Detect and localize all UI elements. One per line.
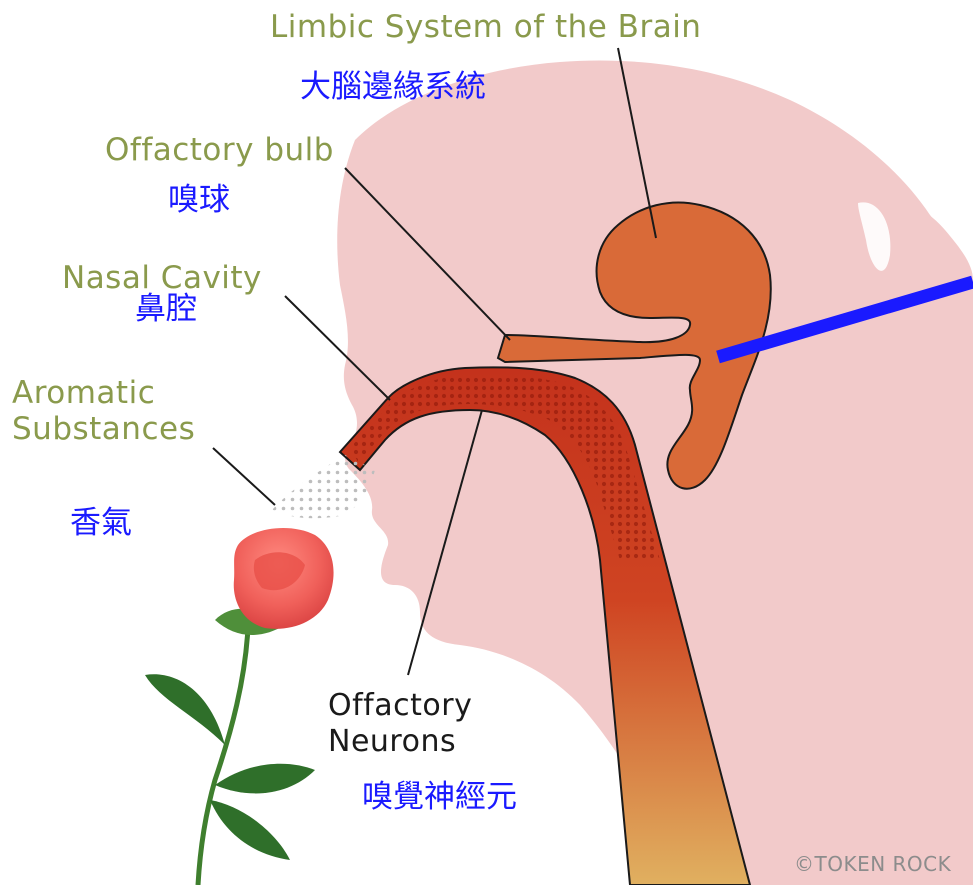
aromatic-substances-label: Aromatic Substances bbox=[12, 375, 195, 447]
olfactory-bulb-label: Offactory bulb bbox=[105, 135, 334, 166]
aromatic-substances-label-zh: 香氣 bbox=[70, 508, 132, 539]
neurons-label-line2: Neurons bbox=[328, 724, 472, 760]
rose bbox=[145, 528, 334, 885]
copyright-notice: ©TOKEN ROCK bbox=[794, 854, 951, 874]
limbic-system-label-zh: 大腦邊緣系統 bbox=[300, 72, 486, 103]
leader-aromatic bbox=[213, 448, 275, 505]
limbic-system-label: Limbic System of the Brain bbox=[270, 12, 701, 43]
aromatic-mist bbox=[272, 455, 375, 518]
nasal-cavity-label-zh: 鼻腔 bbox=[135, 294, 197, 325]
rose-stem bbox=[198, 628, 248, 885]
olfactory-bulb-label-zh: 嗅球 bbox=[168, 185, 230, 216]
aromatic-label-line2: Substances bbox=[12, 411, 195, 447]
rose-leaf bbox=[215, 764, 315, 794]
rose-leaf bbox=[210, 800, 290, 860]
aromatic-label-line1: Aromatic bbox=[12, 375, 195, 411]
olfactory-neurons-label-zh: 嗅覺神經元 bbox=[362, 782, 517, 813]
nasal-cavity-label: Nasal Cavity bbox=[62, 263, 262, 294]
neurons-label-line1: Offactory bbox=[328, 688, 472, 724]
rose-leaf bbox=[145, 674, 225, 745]
olfactory-neurons-label: Offactory Neurons bbox=[328, 688, 472, 760]
